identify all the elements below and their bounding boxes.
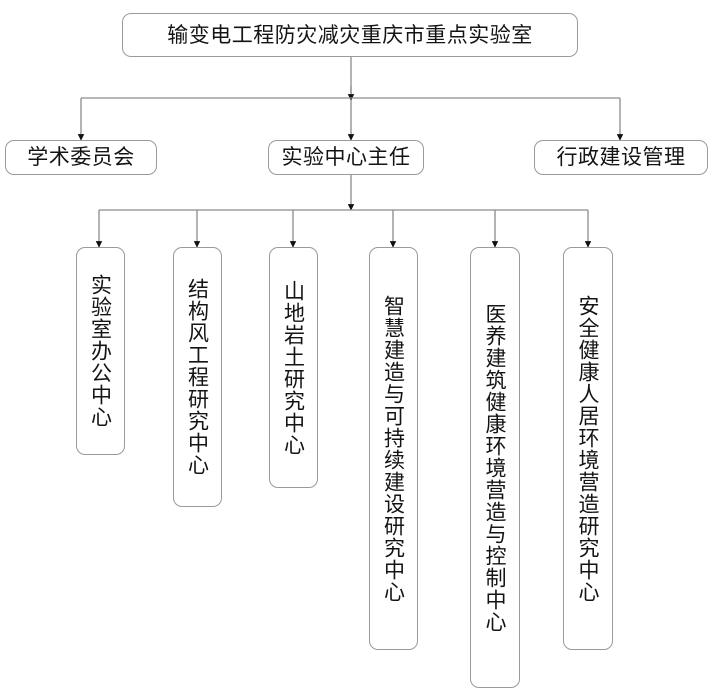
node-geotech-label: 山地岩土研究中心 [281,279,306,456]
node-committee-label: 学术委员会 [27,145,135,170]
node-wind-eng-label: 结构风工程研究中心 [185,278,210,476]
node-root[interactable]: 输变电工程防灾减灾重庆市重点实验室 [122,13,578,57]
node-safe-living[interactable]: 安全健康人居环境营造研究中心 [563,247,613,650]
node-admin-label: 行政建设管理 [556,145,686,170]
node-lab-office-label: 实验室办公中心 [88,274,113,428]
node-medical-build[interactable]: 医养建筑健康环境营造与控制中心 [470,247,520,688]
node-admin[interactable]: 行政建设管理 [534,140,708,175]
node-wind-eng[interactable]: 结构风工程研究中心 [173,247,222,507]
node-committee[interactable]: 学术委员会 [5,140,157,175]
node-safe-living-label: 安全健康人居环境营造研究中心 [576,294,601,603]
node-medical-build-label: 医养建筑健康环境营造与控制中心 [483,302,508,633]
node-root-label: 输变电工程防灾减灾重庆市重点实验室 [167,22,533,47]
node-director[interactable]: 实验中心主任 [268,140,424,175]
node-director-label: 实验中心主任 [281,145,411,170]
node-smart-build-label: 智慧建造与可持续建设研究中心 [381,294,406,603]
node-smart-build[interactable]: 智慧建造与可持续建设研究中心 [369,247,418,650]
node-geotech[interactable]: 山地岩土研究中心 [269,247,318,488]
node-lab-office[interactable]: 实验室办公中心 [76,247,125,455]
